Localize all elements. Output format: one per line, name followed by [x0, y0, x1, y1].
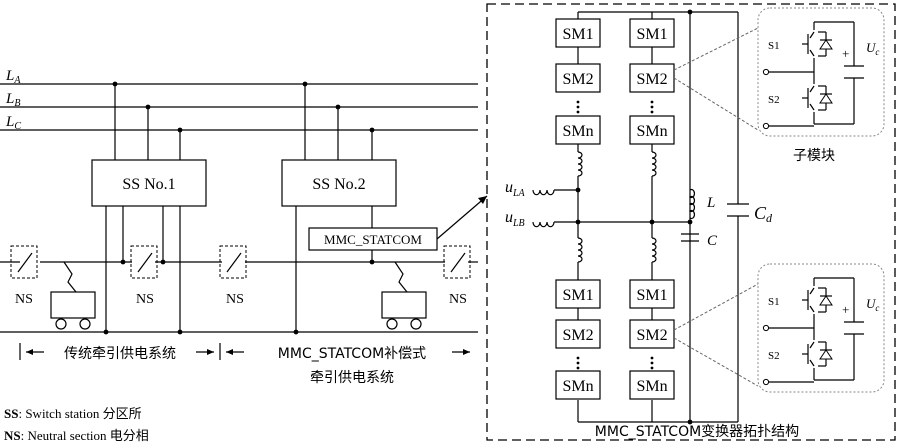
igbt-switch-icon: [802, 340, 832, 368]
sm-label: SMn: [562, 378, 593, 395]
sm-label: SM2: [636, 71, 667, 88]
ns-label-4: NS: [449, 292, 467, 307]
mmc-statcom-box-label: MMC_STATCOM: [324, 232, 422, 247]
section-mmc-label-2: 牵引供电系统: [310, 370, 394, 386]
sm-label: SM2: [636, 327, 667, 344]
sm-upper-1-2: SM2: [556, 64, 600, 92]
s1-label: S1: [768, 296, 780, 308]
input-ula-label: uLA: [505, 179, 526, 199]
sm-lower-1-1: SM1: [556, 280, 600, 308]
sm-upper-2-2: SM2: [630, 64, 674, 92]
substation-2-label: SS No.2: [312, 176, 365, 193]
three-phase-lines: LA LB LC: [0, 68, 478, 132]
neutral-section-3: NS: [220, 246, 246, 307]
sm-label: SM2: [562, 327, 593, 344]
s2-label: S2: [768, 350, 780, 362]
plus-sign: +: [842, 46, 849, 61]
converter-leg-2: SM1SM2SMnSM1SM2SMn: [630, 19, 674, 399]
dc-capacitor-label: Cd: [754, 203, 773, 225]
line-lc-label: LC: [5, 114, 21, 132]
s1-label: S1: [768, 40, 780, 52]
sm-label: SM1: [636, 287, 667, 304]
substation-1-label: SS No.1: [122, 176, 175, 193]
input-ulb-label: uLB: [505, 209, 525, 229]
igbt-switch-icon: [802, 84, 832, 112]
filter-capacitor-label: C: [707, 233, 718, 249]
ns-label-1: NS: [15, 292, 33, 307]
uc-label: Uc: [866, 296, 879, 313]
sm-label: SM1: [562, 26, 593, 43]
sm-lower-2-3: SMn: [630, 371, 674, 399]
legend-ss: SS: Switch station 分区所: [4, 406, 142, 421]
sm-upper-1-1: SM1: [556, 19, 600, 47]
ns-label-3: NS: [226, 292, 244, 307]
section-traditional-label: 传统牵引供电系统: [64, 346, 176, 362]
sm-upper-2-3: SMn: [630, 116, 674, 144]
neutral-section-2: NS: [131, 246, 157, 307]
sm-lower-1-2: SM2: [556, 320, 600, 348]
sm-label: SM2: [562, 71, 593, 88]
converter-caption: MMC_STATCOM变换器拓扑结构: [595, 423, 799, 440]
sm-label: SM1: [636, 26, 667, 43]
legend-ns: NS: Neutral section 电分相: [4, 428, 149, 443]
legend: SS: Switch station 分区所 NS: Neutral secti…: [4, 406, 149, 443]
sm-label: SMn: [562, 123, 593, 140]
line-lb-label: LB: [5, 91, 20, 109]
submodule-details: +UcS1S2+UcS1S2: [674, 8, 884, 392]
neutral-section-1: NS: [11, 246, 37, 307]
filter-inductor-label: L: [706, 195, 715, 211]
submodule-detail-1: + Uc S1S2: [674, 8, 884, 136]
s2-label: S2: [768, 94, 780, 106]
igbt-switch-icon: [802, 30, 832, 58]
submodule-title: 子模块: [793, 148, 835, 164]
igbt-switch-icon: [802, 286, 832, 314]
converter-leg-1: SM1SM2SMnSM1SM2SMn: [556, 19, 600, 399]
train-2: [382, 262, 426, 329]
sm-upper-2-1: SM1: [630, 19, 674, 47]
section-mmc: MMC_STATCOM补偿式 牵引供电系统: [226, 346, 470, 386]
train-1: [51, 262, 95, 329]
sm-lower-2-1: SM1: [630, 280, 674, 308]
neutral-section-4: NS: [444, 246, 470, 307]
section-mmc-label-1: MMC_STATCOM补偿式: [278, 346, 426, 362]
sm-lower-1-3: SMn: [556, 371, 600, 399]
uc-label: Uc: [866, 40, 879, 57]
sm-upper-1-3: SMn: [556, 116, 600, 144]
line-la-label: LA: [5, 68, 21, 86]
plus-sign: +: [842, 302, 849, 317]
sm-lower-2-2: SM2: [630, 320, 674, 348]
sm-label: SM1: [562, 287, 593, 304]
sm-label: SMn: [636, 123, 667, 140]
sm-label: SMn: [636, 378, 667, 395]
converter-legs: SM1SM2SMnSM1SM2SMnSM1SM2SMnSM1SM2SMn: [556, 19, 674, 399]
converter-arms: Cd L C: [578, 12, 773, 422]
section-traditional: 传统牵引供电系统: [20, 343, 220, 362]
submodule-detail-2: + Uc S1S2: [674, 264, 884, 392]
ns-label-2: NS: [136, 292, 154, 307]
